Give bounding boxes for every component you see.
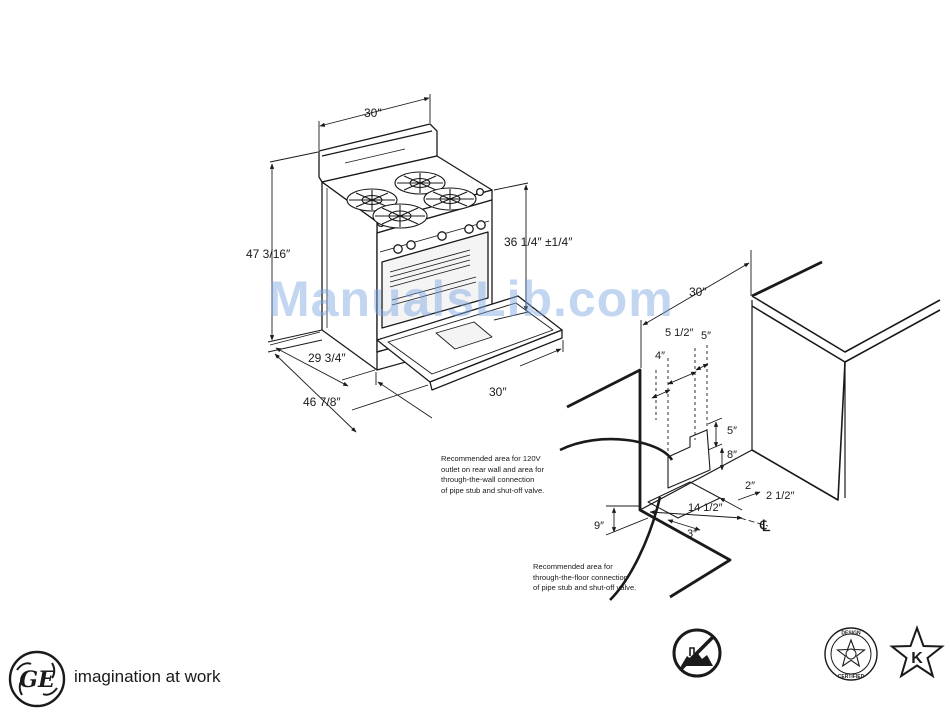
dim-5-top: 5″ [701, 330, 711, 342]
dim-door-width: 30″ [489, 385, 507, 399]
no-solid-fuel-icon [672, 628, 722, 678]
note-floor-line: of pipe stub and shut-off valve. [533, 583, 637, 592]
note-floor-line: through-the-floor connection [533, 572, 628, 582]
brand: GE imagination at work [8, 650, 248, 708]
dim-4: 4″ [655, 350, 665, 362]
star-k-icon: K [889, 625, 945, 679]
note-wall-line: through-the-wall connection [441, 475, 535, 484]
dim-depth-door-open: 46 7/8″ [303, 395, 341, 409]
dim-5-1-2: 5 1/2″ [665, 327, 693, 339]
ge-logo-icon: GE [8, 650, 66, 708]
ge-logo-text: GE [19, 667, 56, 693]
dim-5-side: 5″ [727, 425, 737, 437]
dim-range-depth: 29 3/4″ [308, 351, 346, 365]
design-certified-bottom-text: CERTIFIED [838, 674, 865, 680]
range-dimension-lines [267, 94, 564, 433]
design-certified-top-text: DESIGN [841, 631, 861, 637]
range-illustration [318, 123, 563, 391]
installation-dimension-lines [605, 250, 769, 536]
dim-cooktop-height: 36 1/4″ ±1/4″ [504, 235, 573, 249]
installation-diagram [559, 260, 941, 601]
note-floor-connection: Recommended area for through-the-floor c… [533, 562, 636, 594]
note-floor-line: Recommended area for [533, 562, 613, 571]
centerline-symbol: ℄ [759, 518, 771, 535]
design-certified-icon: DESIGN CERTIFIED [824, 627, 878, 681]
dim-2-1-2: 2 1/2″ [766, 490, 794, 502]
dim-opening-width: 30″ [689, 285, 707, 299]
note-wall-line: outlet on rear wall and area for [441, 464, 544, 474]
dim-3: 3″ [687, 528, 697, 540]
note-wall-line: Recommended area for 120V [441, 454, 541, 463]
dim-9: 9″ [594, 520, 604, 532]
dim-range-width: 30″ [364, 106, 382, 120]
dim-14-1-2: 14 1/2″ [688, 502, 723, 514]
note-wall-outlet: Recommended area for 120V outlet on rear… [441, 454, 544, 496]
note-wall-line: of pipe stub and shut-off valve. [441, 485, 545, 495]
range-dimension-labels: 30″ 47 3/16″ 36 1/4″ ±1/4″ 29 3/4″ 46 7/… [246, 106, 573, 409]
installation-dimension-labels: 30″ 5 1/2″ 5″ 4″ 5″ 8″ 2″ 2 1/2″ 14 1/2″… [594, 285, 794, 540]
dim-8: 8″ [727, 449, 737, 461]
dim-2: 2″ [745, 480, 755, 492]
brand-tagline: imagination at work [74, 667, 221, 686]
star-k-letter: K [911, 650, 923, 667]
dim-range-height: 47 3/16″ [246, 247, 291, 261]
